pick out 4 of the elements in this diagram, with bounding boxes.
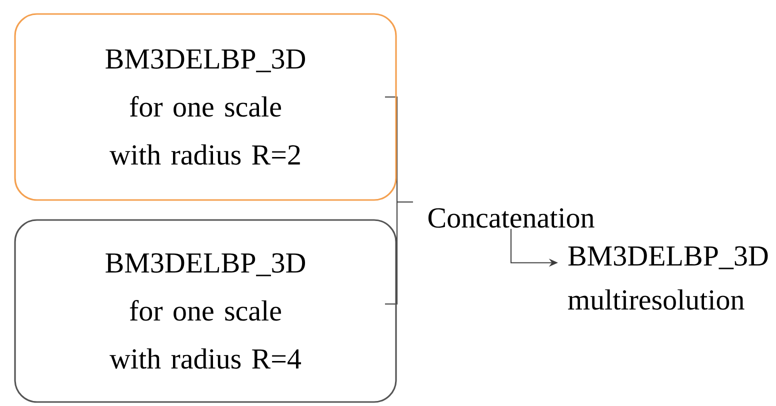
process-box: BM3DELBP_3D for one scale with radius R=4 xyxy=(14,219,397,403)
result-label: BM3DELBP_3D multiresolution xyxy=(568,246,768,310)
step-label: Concatenation xyxy=(428,208,594,228)
process-box: BM3DELBP_3D for one scale with radius R=2 xyxy=(14,13,397,201)
